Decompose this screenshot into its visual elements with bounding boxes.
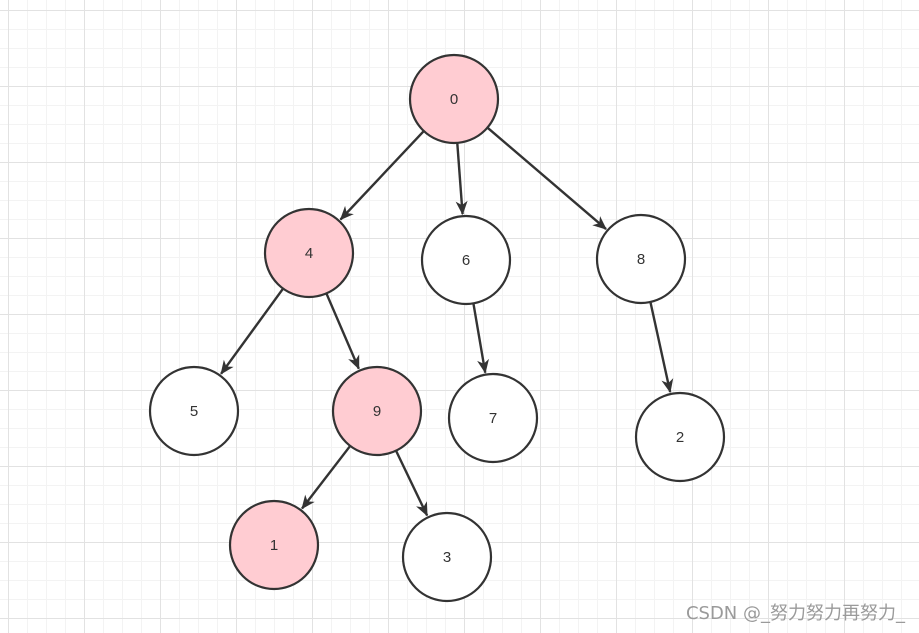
tree-node-7: 7 — [447, 372, 539, 464]
tree-node-5: 5 — [148, 365, 240, 457]
edge-n0-n4 — [339, 128, 427, 221]
node-circle — [148, 365, 240, 457]
watermark-text: CSDN @_努力努力再努力_ — [685, 603, 905, 624]
tree-node-3: 3 — [401, 511, 493, 603]
node-label: 2 — [676, 429, 684, 446]
node-circle — [331, 365, 423, 457]
edges-layer — [220, 125, 674, 517]
tree-node-1: 1 — [228, 499, 320, 591]
edge-n4-n9 — [324, 291, 360, 370]
edge-n0-n6 — [455, 140, 468, 216]
edge-n6-n7 — [471, 301, 489, 374]
edge-n9-n3 — [394, 448, 429, 517]
node-label: 0 — [450, 91, 458, 108]
node-circle — [263, 207, 355, 299]
tree-node-8: 8 — [595, 213, 687, 305]
node-circle — [408, 53, 500, 145]
tree-node-9: 9 — [331, 365, 423, 457]
node-label: 9 — [373, 403, 381, 420]
node-label: 3 — [443, 549, 451, 566]
node-label: 7 — [489, 410, 497, 427]
node-label: 8 — [637, 251, 645, 268]
edge-n4-n5 — [220, 286, 286, 375]
nodes-layer: 0 4 6 8 5 9 7 2 1 3 — [148, 53, 726, 603]
node-label: 5 — [190, 403, 198, 420]
edge-n9-n1 — [301, 443, 353, 510]
node-circle — [420, 214, 512, 306]
node-circle — [228, 499, 320, 591]
node-circle — [595, 213, 687, 305]
tree-node-2: 2 — [634, 391, 726, 483]
tree-node-4: 4 — [263, 207, 355, 299]
node-circle — [634, 391, 726, 483]
tree-node-0: 0 — [408, 53, 500, 145]
node-circle — [447, 372, 539, 464]
tree-node-6: 6 — [420, 214, 512, 306]
node-label: 1 — [270, 537, 278, 554]
edge-n8-n2 — [648, 299, 674, 394]
edge-n0-n8 — [485, 125, 607, 231]
node-label: 4 — [305, 245, 313, 262]
node-circle — [401, 511, 493, 603]
node-label: 6 — [462, 252, 470, 269]
